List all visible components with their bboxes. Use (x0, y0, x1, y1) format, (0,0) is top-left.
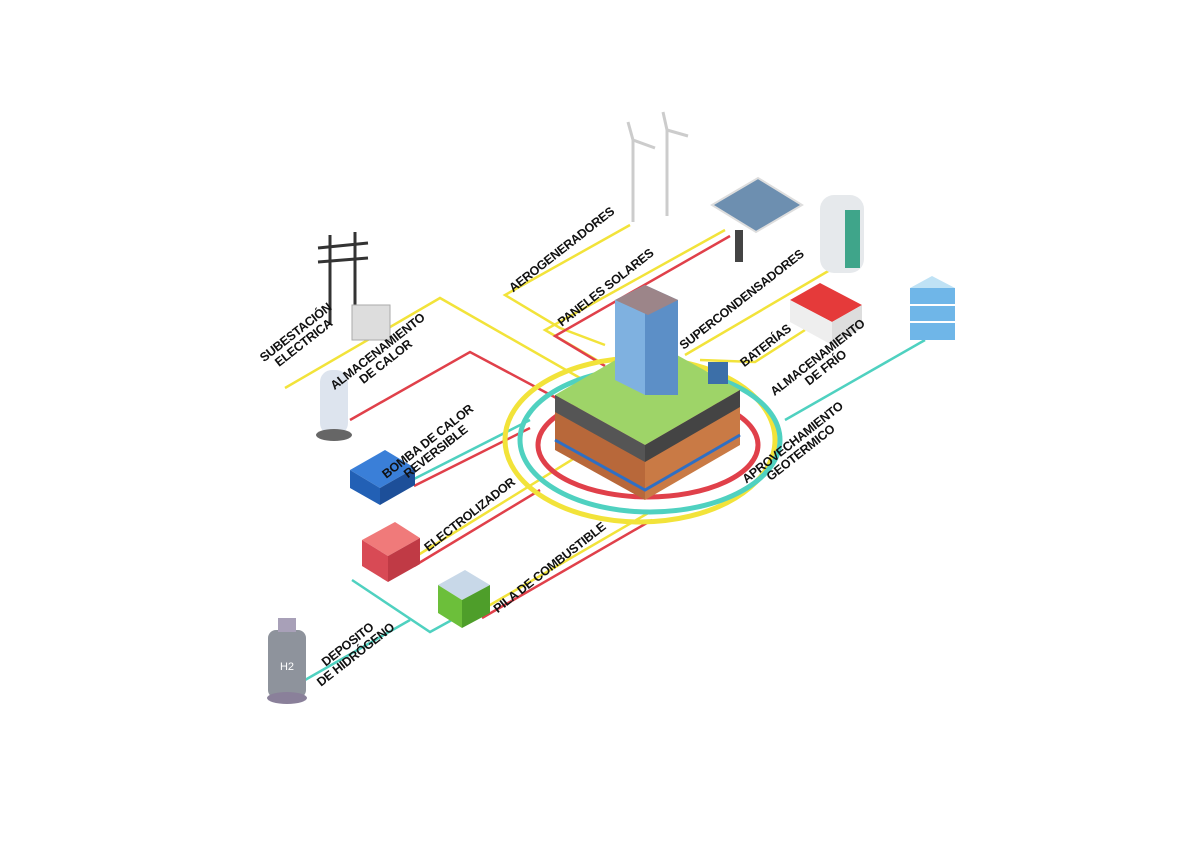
line-fuelcell-y (477, 510, 651, 614)
supercapacitor-icon (820, 195, 864, 273)
line-heat-storage (349, 350, 561, 422)
line-supercaps (684, 268, 831, 357)
geo-unit (708, 362, 728, 384)
line-cold (784, 338, 926, 422)
line-electro-r (413, 488, 541, 568)
hydrogen-tank-icon: H2 (267, 618, 307, 704)
wind-turbines-icon (626, 111, 689, 222)
line-batteries (699, 328, 806, 364)
solar-panel-icon (710, 176, 804, 262)
heat-storage-icon (316, 370, 352, 441)
line-solar-r (552, 234, 731, 368)
fuel-cell-icon (438, 570, 490, 628)
electrolyzer-icon (362, 522, 420, 582)
line-substation (284, 296, 581, 390)
line-fuelcell-r (481, 518, 653, 620)
line-h2 (304, 618, 411, 682)
line-heatpump-r (413, 426, 531, 488)
cold-storage-icon (910, 276, 955, 340)
line-heatpump-t (411, 418, 531, 482)
building (615, 285, 728, 395)
batteries-icon (790, 283, 862, 345)
heat-pump-icon (350, 450, 415, 505)
tank-label: H2 (280, 661, 294, 673)
line-wind (502, 223, 631, 347)
substation-icon (317, 232, 391, 341)
